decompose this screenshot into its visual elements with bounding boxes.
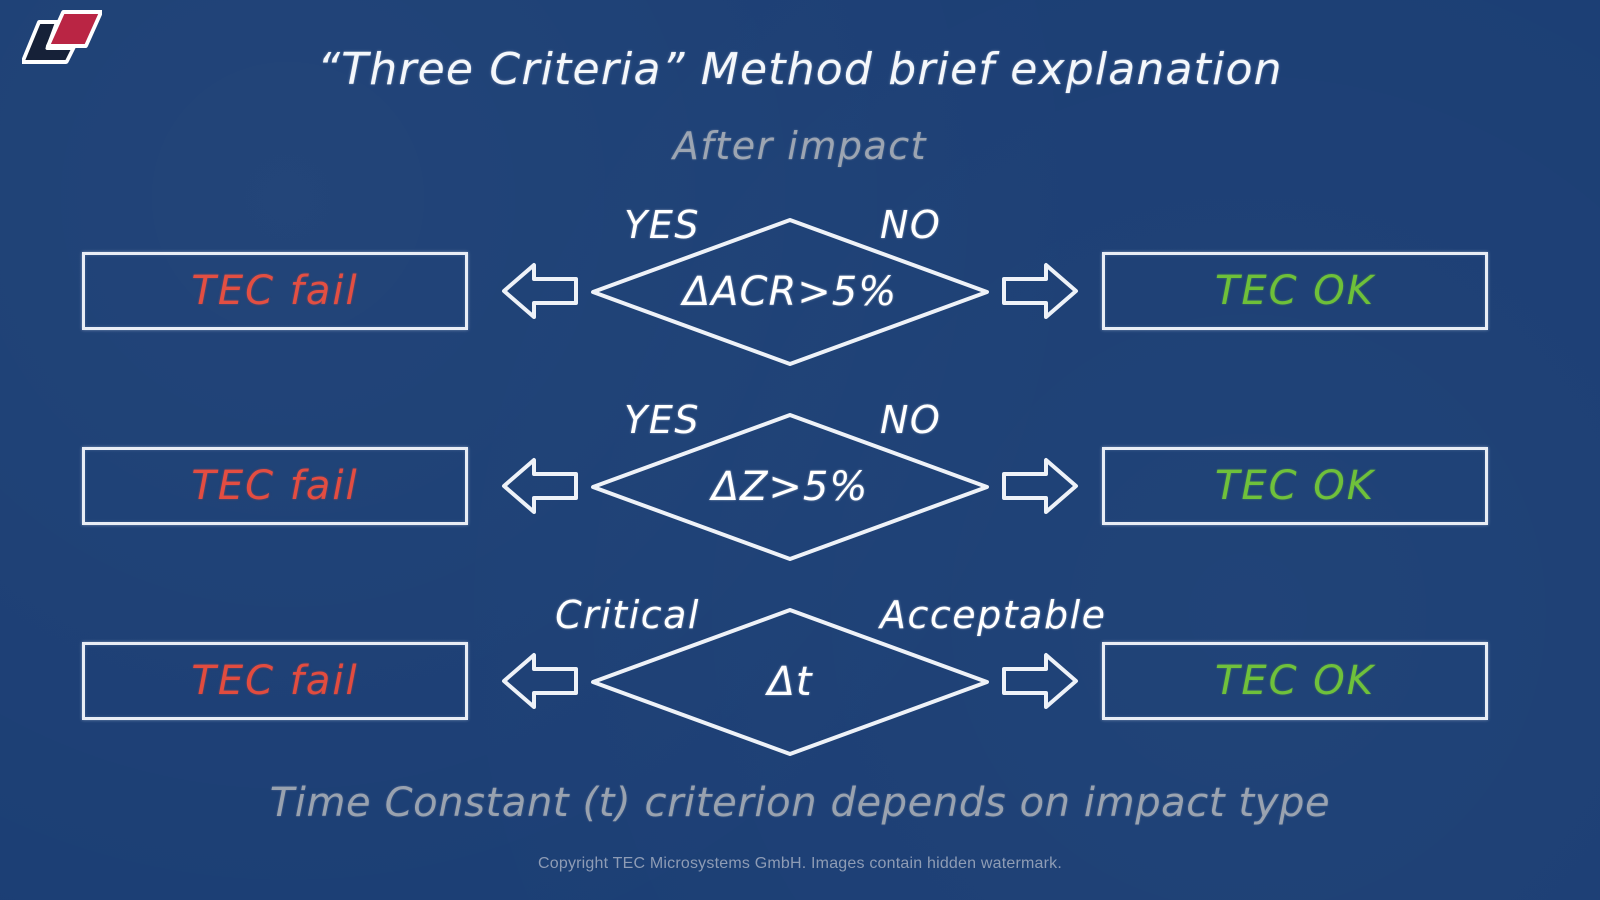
arrow-left-icon <box>500 647 580 715</box>
arrow-left-icon <box>500 452 580 520</box>
branch-label-right-tau: Acceptable <box>880 593 1107 637</box>
outcome-label-fail: TEC fail <box>191 268 359 314</box>
page-title: “Three Criteria” Method brief explanatio… <box>317 44 1283 95</box>
outcome-box-ok-tau[interactable]: TEC OK <box>1102 642 1488 720</box>
copyright-notice: Copyright TEC Microsystems GmbH. Images … <box>538 855 1062 872</box>
tec-microsystems-logo <box>20 8 104 66</box>
outcome-box-fail-tau[interactable]: TEC fail <box>82 642 468 720</box>
decision-diamond-tau[interactable]: Δt <box>590 607 990 757</box>
outcome-label-ok: TEC OK <box>1214 463 1376 509</box>
branch-label-left-tau: Critical <box>555 593 700 637</box>
arrow-right-icon <box>1000 257 1080 325</box>
criterion-row-tau: Critical Acceptable TEC fail Δt TEC OK <box>0 585 1600 785</box>
outcome-box-ok-z[interactable]: TEC OK <box>1102 447 1488 525</box>
outcome-label-fail: TEC fail <box>191 658 359 704</box>
logo-accent-parallelogram <box>45 10 104 48</box>
outcome-label-ok: TEC OK <box>1214 658 1376 704</box>
outcome-label-ok: TEC OK <box>1214 268 1376 314</box>
arrow-right-icon <box>1000 452 1080 520</box>
criterion-row-z: YES NO TEC fail ΔZ>5% TEC OK <box>0 390 1600 590</box>
arrow-right-icon <box>1000 647 1080 715</box>
decision-diamond-acr[interactable]: ΔACR>5% <box>590 217 990 367</box>
branch-label-left-z: YES <box>624 398 700 442</box>
decision-diamond-z[interactable]: ΔZ>5% <box>590 412 990 562</box>
branch-label-right-acr: NO <box>880 203 942 247</box>
footnote-time-constant: Time Constant (t) criterion depends on i… <box>269 780 1331 826</box>
subtitle-after-impact: After impact <box>672 124 928 168</box>
outcome-box-ok-acr[interactable]: TEC OK <box>1102 252 1488 330</box>
arrow-left-icon <box>500 257 580 325</box>
criterion-row-acr: YES NO TEC fail ΔACR>5% TEC OK <box>0 195 1600 395</box>
branch-label-right-z: NO <box>880 398 942 442</box>
outcome-box-fail-acr[interactable]: TEC fail <box>82 252 468 330</box>
outcome-box-fail-z[interactable]: TEC fail <box>82 447 468 525</box>
branch-label-left-acr: YES <box>624 203 700 247</box>
outcome-label-fail: TEC fail <box>191 463 359 509</box>
